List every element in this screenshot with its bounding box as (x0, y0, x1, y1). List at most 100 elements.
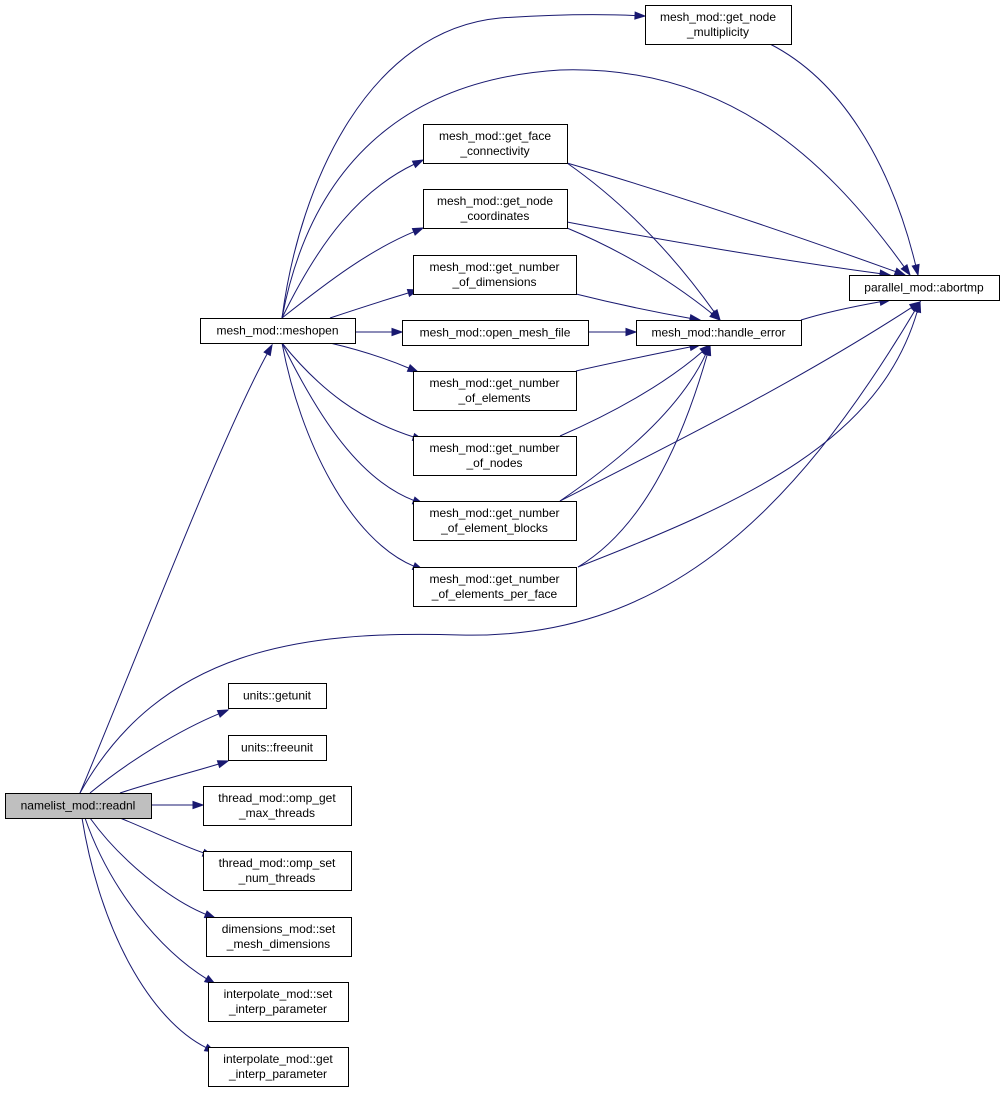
node-label: mesh_mod::get_number (429, 441, 559, 455)
node-label: mesh_mod::get_number (429, 376, 559, 390)
node-label: _of_elements (457, 391, 530, 405)
node-label: _of_element_blocks (440, 521, 548, 535)
node-label: dimensions_mod::set (222, 922, 336, 936)
edge-line (281, 69, 906, 319)
node-get-number-of-elements-per-face[interactable]: mesh_mod::get_number_of_elements_per_fac… (413, 567, 577, 607)
node-label: mesh_mod::get_number (429, 506, 559, 520)
node-box (423, 124, 568, 164)
node-label: _mesh_dimensions (226, 937, 330, 951)
node-label: mesh_mod::get_node (660, 10, 776, 24)
node-set-mesh-dimensions[interactable]: dimensions_mod::set_mesh_dimensions (206, 917, 352, 957)
node-omp-get-max-threads[interactable]: thread_mod::omp_get_max_threads (203, 786, 352, 826)
arrowhead (406, 364, 420, 373)
edge-readnl-to-freeunit (119, 760, 230, 794)
arrowhead (411, 227, 425, 236)
edge-line (89, 713, 220, 794)
node-getunit[interactable]: units::getunit (228, 683, 327, 709)
edge-line (566, 221, 882, 275)
node-label: _of_dimensions (451, 275, 536, 289)
edge-readnl-to-set_interp_parameter (84, 817, 217, 985)
arrowhead (391, 327, 404, 337)
edge-line (577, 353, 709, 568)
node-box (413, 436, 577, 476)
edge-line (329, 292, 410, 319)
edge-line (281, 230, 415, 319)
edge-meshopen-to-get_number_of_elements_per_face (281, 342, 425, 571)
arrowhead (911, 263, 920, 277)
node-abortmp[interactable]: parallel_mod::abortmp (849, 275, 1000, 301)
edge-line (559, 306, 913, 502)
edge-line (84, 817, 208, 980)
edge-meshopen-to-get_face_connectivity (281, 159, 425, 319)
edge-get_node_coordinates-to-handle_error (566, 227, 722, 321)
node-box (200, 318, 356, 344)
arrowhead (703, 343, 712, 357)
node-get-number-of-element-blocks[interactable]: mesh_mod::get_number_of_element_blocks (413, 501, 577, 541)
node-label: _interp_parameter (228, 1067, 327, 1081)
edge-meshopen-to-get_node_multiplicity (281, 11, 647, 319)
node-handle-error[interactable]: mesh_mod::handle_error (636, 320, 802, 346)
node-box (208, 982, 349, 1022)
arrowhead (192, 800, 205, 810)
node-get-number-of-nodes[interactable]: mesh_mod::get_number_of_nodes (413, 436, 577, 476)
edge-line (575, 293, 692, 319)
edge-line (81, 817, 208, 1049)
edge-meshopen-to-get_node_coordinates (281, 227, 425, 319)
node-label: mesh_mod::open_mesh_file (420, 326, 571, 340)
node-get-node-multiplicity[interactable]: mesh_mod::get_node_multiplicity (645, 5, 792, 45)
edge-line (566, 162, 897, 273)
edge-line (769, 43, 917, 267)
arrowhead (203, 910, 217, 919)
node-get-node-coordinates[interactable]: mesh_mod::get_node_coordinates (423, 189, 568, 229)
node-label: interpolate_mod::set (224, 987, 333, 1001)
arrowhead (913, 300, 922, 314)
edge-get_number_of_elements_per_face-to-handle_error (577, 343, 712, 568)
call-nodes: namelist_mod::readnlmesh_mod::meshopenme… (5, 5, 1000, 1087)
node-label: units::getunit (243, 689, 312, 703)
edge-meshopen-to-get_number_of_elements (329, 342, 420, 373)
node-box (228, 735, 327, 761)
node-label: mesh_mod::handle_error (651, 326, 785, 340)
node-box (413, 371, 577, 411)
node-label: namelist_mod::readnl (21, 799, 136, 813)
node-readnl[interactable]: namelist_mod::readnl (5, 793, 152, 819)
node-label: _interp_parameter (228, 1002, 327, 1016)
edge-line (79, 309, 916, 794)
node-omp-set-num-threads[interactable]: thread_mod::omp_set_num_threads (203, 851, 352, 891)
node-freeunit[interactable]: units::freeunit (228, 735, 327, 761)
node-label: _multiplicity (686, 25, 749, 39)
node-label: thread_mod::omp_get (218, 791, 336, 805)
node-get-interp-parameter[interactable]: interpolate_mod::get_interp_parameter (208, 1047, 349, 1087)
edge-readnl-to-get_interp_parameter (81, 817, 217, 1053)
edge-readnl-to-set_mesh_dimensions (89, 817, 217, 919)
node-label: interpolate_mod::get (223, 1052, 333, 1066)
node-get-number-of-dimensions[interactable]: mesh_mod::get_number_of_dimensions (413, 255, 577, 295)
node-set-interp-parameter[interactable]: interpolate_mod::set_interp_parameter (208, 982, 349, 1022)
edge-line (329, 342, 410, 369)
edge-get_number_of_elements_per_face-to-abortmp (577, 300, 922, 568)
call-edges (79, 11, 922, 1053)
node-meshopen[interactable]: mesh_mod::meshopen (200, 318, 356, 344)
node-label: mesh_mod::meshopen (216, 324, 338, 338)
node-open-mesh-file[interactable]: mesh_mod::open_mesh_file (402, 320, 589, 346)
node-box (413, 255, 577, 295)
node-label: _connectivity (459, 144, 529, 158)
node-box (208, 1047, 349, 1087)
edge-get_node_coordinates-to-abortmp (566, 221, 892, 278)
node-label: _num_threads (238, 871, 316, 885)
node-box (413, 501, 577, 541)
edge-get_face_connectivity-to-abortmp (566, 162, 907, 276)
edge-line (559, 350, 704, 437)
edge-line (575, 346, 692, 372)
edge-meshopen-to-get_number_of_dimensions (329, 289, 420, 319)
node-get-face-connectivity[interactable]: mesh_mod::get_face_connectivity (423, 124, 568, 164)
node-get-number-of-elements[interactable]: mesh_mod::get_number_of_elements (413, 371, 577, 411)
edge-readnl-to-getunit (89, 709, 230, 794)
arrowhead (216, 709, 230, 718)
node-label: mesh_mod::get_node (437, 194, 553, 208)
node-label: mesh_mod::get_face (439, 129, 551, 143)
arrowhead (625, 327, 638, 337)
node-box (636, 320, 802, 346)
edge-line (577, 310, 918, 568)
